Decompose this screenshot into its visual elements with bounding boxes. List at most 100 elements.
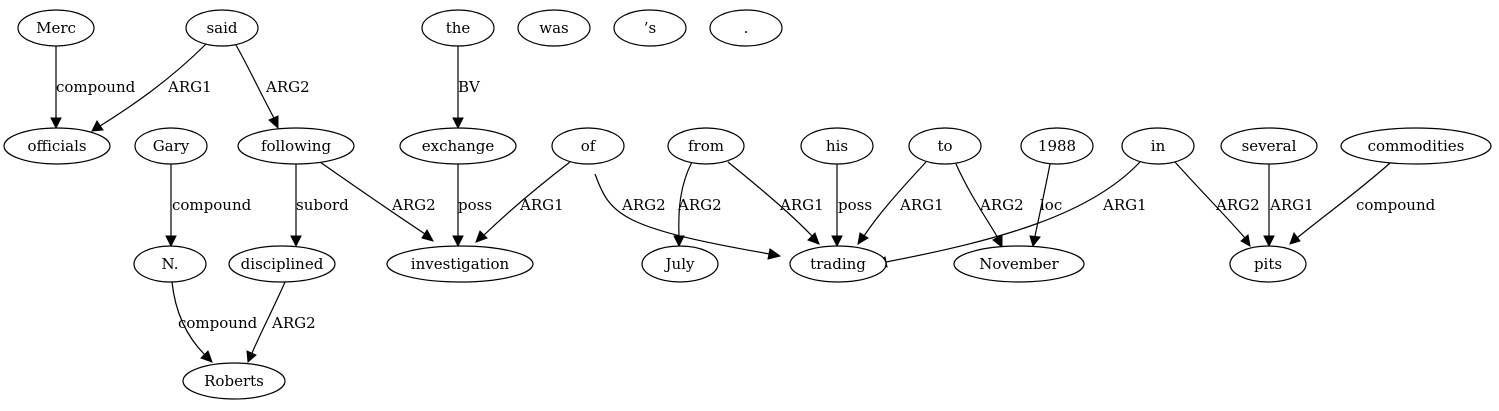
arrowhead-icon: [200, 350, 213, 363]
edge-label: ARG1: [1102, 196, 1147, 214]
edge-said-to-following: ARG2: [235, 44, 310, 130]
edge-label: compound: [1356, 196, 1436, 214]
node-label: July: [664, 255, 695, 273]
arrowhead-icon: [1263, 235, 1275, 248]
node-disciplined: disciplined: [228, 245, 336, 283]
node-label: pits: [1254, 255, 1282, 273]
node-exchange: exchange: [399, 127, 517, 165]
edge-label: ARG1: [1269, 196, 1314, 214]
arrowhead-icon: [246, 350, 257, 364]
node-following: following: [237, 127, 355, 165]
node-label: said: [206, 19, 237, 37]
edge-label: BV: [458, 78, 481, 96]
node-several: several: [1220, 127, 1318, 165]
node-y1988: 1988: [1020, 127, 1094, 165]
edge-label: ARG1: [519, 196, 564, 214]
node-label: to: [937, 137, 952, 155]
edge-label: ARG2: [391, 196, 436, 214]
node-label: following: [261, 137, 332, 155]
node-label: commodities: [1368, 137, 1465, 155]
edge-line: [863, 161, 927, 237]
node-label: Gary: [153, 137, 190, 155]
edge-label: ARG2: [979, 196, 1024, 214]
node-in: in: [1121, 127, 1195, 165]
node-said: said: [185, 9, 259, 47]
arrowhead-icon: [1289, 231, 1301, 245]
edge-line: [678, 161, 693, 237]
arrowhead-icon: [50, 117, 62, 130]
node-ellipse: [667, 127, 745, 165]
edge-line: [1296, 162, 1391, 239]
arrowhead-icon: [1240, 234, 1251, 247]
node-label: from: [688, 137, 724, 155]
edge-label: subord: [296, 196, 349, 214]
edge-from-to-trading: ARG1: [727, 161, 824, 245]
node-period: .: [709, 9, 783, 47]
node-to: to: [908, 127, 982, 165]
node-label: the: [446, 19, 471, 37]
arrowhead-icon: [165, 235, 177, 248]
edge-line: [594, 173, 771, 255]
node-ellipse: [517, 9, 591, 47]
arrowhead-icon: [290, 235, 302, 248]
edge-label: loc: [1040, 196, 1062, 214]
edge-his-to-trading: poss: [831, 164, 872, 248]
arrowhead-icon: [452, 117, 464, 130]
edge-line: [482, 161, 571, 237]
node-n-initial: N.: [133, 245, 207, 283]
node-label: his: [826, 137, 848, 155]
node-label: in: [1151, 137, 1166, 155]
edge-line: [727, 161, 813, 237]
edge-line: [171, 281, 206, 356]
node-label: disciplined: [241, 255, 324, 273]
edge-label: ARG1: [779, 196, 824, 214]
edge-label: ARG1: [899, 196, 944, 214]
edge-exchange-to-investigation: poss: [452, 164, 492, 248]
node-his: his: [800, 127, 874, 165]
arrowhead-icon: [452, 235, 464, 248]
node-ellipse: [551, 127, 625, 165]
edge-label: poss: [838, 196, 872, 214]
arrowhead-icon: [268, 115, 279, 130]
node-ellipse: [228, 245, 336, 283]
node-label: November: [979, 255, 1059, 273]
arrowhead-icon: [91, 120, 104, 132]
node-officials: officials: [3, 127, 111, 165]
arrowhead-icon: [475, 230, 488, 243]
node-ellipse: [1229, 245, 1307, 283]
arrowhead-icon: [831, 235, 843, 248]
node-ellipse: [1340, 127, 1492, 165]
edge-line: [885, 161, 1141, 263]
node-investigation: investigation: [386, 245, 534, 283]
arrowhead-icon: [1029, 235, 1041, 248]
edge-the-to-exchange: BV: [452, 46, 481, 130]
node-ellipse: [3, 127, 111, 165]
node-gary: Gary: [134, 127, 208, 165]
node-ellipse: [953, 245, 1085, 283]
edge-line: [99, 43, 207, 127]
edge-label: compound: [56, 78, 136, 96]
node-ellipse: [789, 245, 887, 283]
edge-said-to-officials: ARG1: [91, 43, 212, 132]
edge-disciplined-to-roberts: ARG2: [246, 281, 316, 364]
node-label: trading: [810, 255, 866, 273]
edge-of-to-trading: ARG2: [594, 173, 782, 260]
edge-line: [319, 161, 426, 235]
edge-following-to-investigation: ARG2: [319, 161, 436, 242]
node-label: Merc: [36, 19, 76, 37]
edge-merc-to-officials: compound: [50, 46, 136, 130]
edge-gary-to-n-initial: compound: [165, 164, 252, 248]
edge-label: ARG1: [167, 78, 212, 96]
node-of: of: [551, 127, 625, 165]
node-ellipse: [17, 9, 95, 47]
arrowhead-icon: [421, 229, 435, 242]
node-label: Roberts: [204, 372, 264, 390]
node-trading: trading: [789, 245, 887, 283]
node-label: N.: [162, 255, 179, 273]
node-ellipse: [421, 9, 495, 47]
edge-label: ARG2: [265, 78, 310, 96]
node-ellipse: [709, 9, 783, 47]
node-ellipse: [399, 127, 517, 165]
